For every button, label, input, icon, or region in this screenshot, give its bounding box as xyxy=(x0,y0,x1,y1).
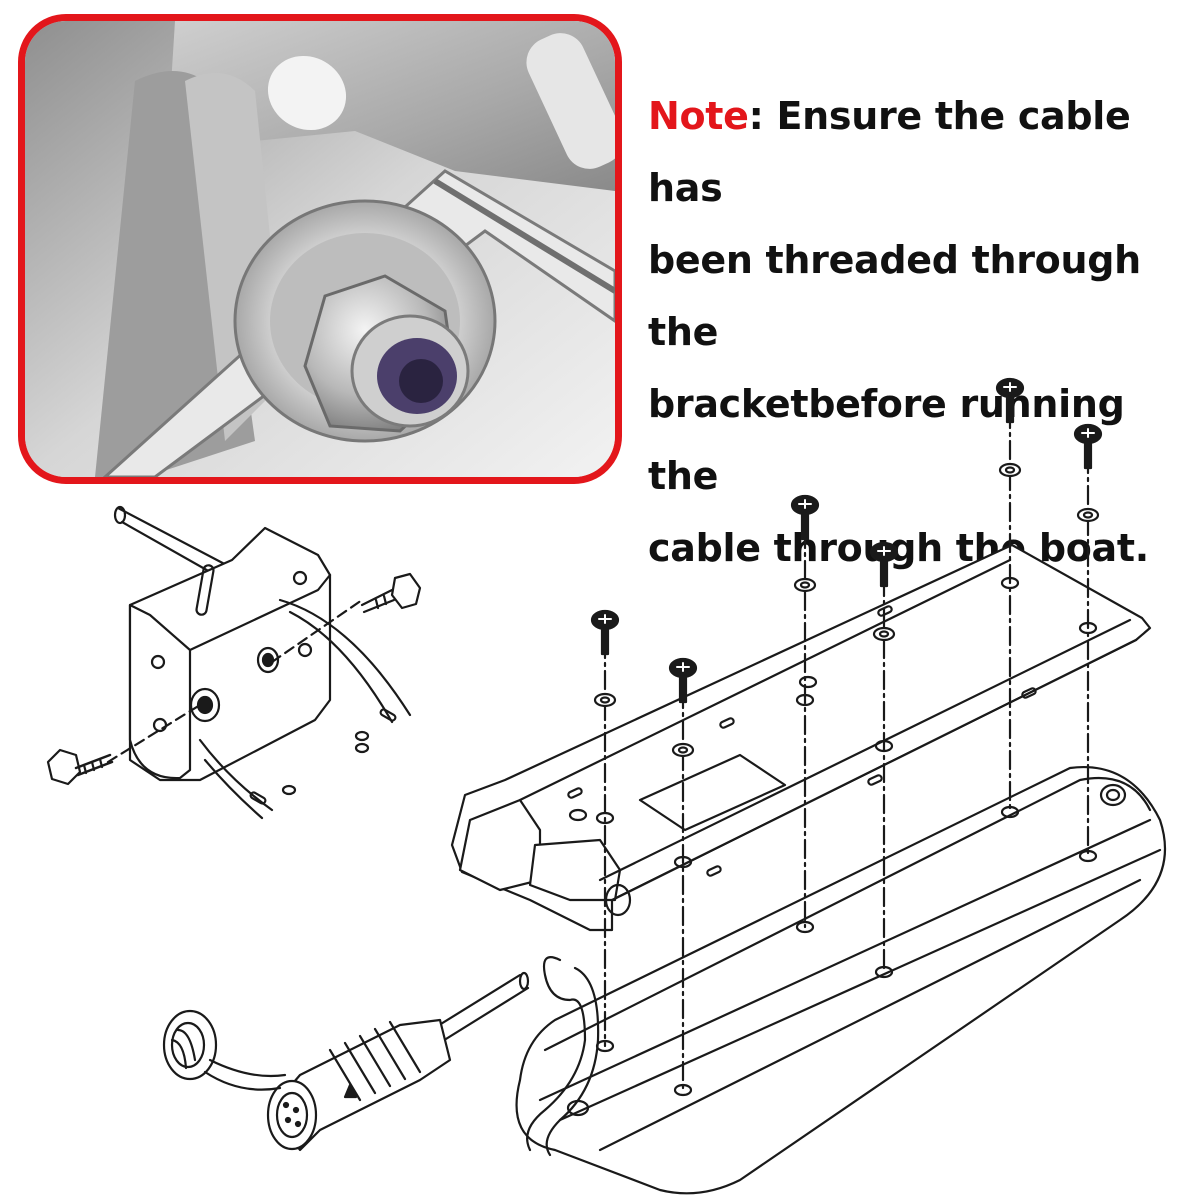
note-line-4: cable through the boat. xyxy=(648,526,1149,570)
note-line-1: Note: Ensure the cable has xyxy=(648,80,1188,224)
bracket-closeup-photo xyxy=(25,21,615,477)
connector-dust-cap xyxy=(162,1009,287,1091)
cable-connector-plug xyxy=(266,1018,452,1152)
note-line-3: bracketbefore running the xyxy=(648,382,1125,498)
note-line-2: been threaded through the xyxy=(648,238,1141,354)
hex-bolt-icon-left xyxy=(46,748,114,786)
transom-bracket-assembly xyxy=(106,505,412,820)
note-separator: : xyxy=(748,94,764,138)
note-line-1-text: Ensure the cable has xyxy=(648,94,1131,210)
closeup-photo-frame xyxy=(18,14,622,484)
hex-bolt-icon-right xyxy=(360,572,422,614)
note-text: Note: Ensure the cable has been threaded… xyxy=(648,80,1188,584)
transducer-mounting-plate xyxy=(450,543,1152,932)
note-label: Note xyxy=(648,94,749,138)
